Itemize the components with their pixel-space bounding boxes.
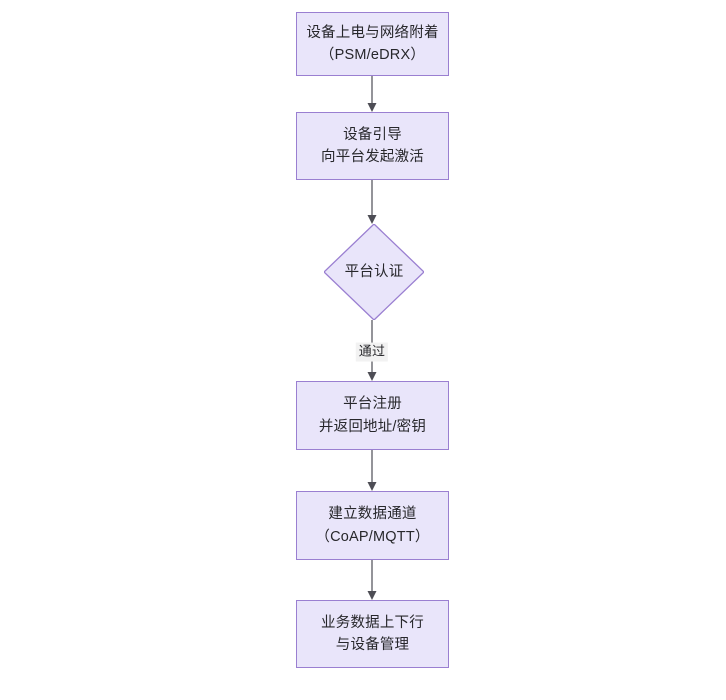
node-text-line: 设备上电与网络附着 [306,24,439,41]
arrowhead [367,215,377,224]
edge-bootstrap-to-platform-auth [360,180,384,224]
arrowhead [367,103,377,112]
arrowhead [367,372,377,381]
edge-power-on-to-bootstrap [360,76,384,112]
node-platform-auth[interactable]: 平台认证 [324,224,424,320]
node-text-line: 建立数据通道 [328,506,417,523]
node-label: 平台认证 [345,261,404,283]
edge-registration-to-data-channel [360,450,384,491]
node-text-line: 平台认证 [344,263,404,280]
diamond-shape [324,224,424,320]
node-text-line: 业务数据上下行 [321,614,424,631]
node-text-line: 设备引导 [343,126,402,143]
arrowhead [367,591,377,600]
node-business-data[interactable]: 业务数据上下行与设备管理 [296,600,449,668]
node-text-line: 与设备管理 [335,637,410,653]
node-text-line: 并返回地址/密钥 [318,418,427,435]
node-text-line: （CoAP/MQTT） [315,528,430,545]
edge-label-e3: 通过 [355,342,389,362]
node-registration[interactable]: 平台注册并返回地址/密钥 [296,381,449,450]
node-data-channel[interactable]: 建立数据通道 （CoAP/MQTT） [296,491,449,560]
node-power-on[interactable]: 设备上电与网络附着 （PSM/eDRX） [296,12,449,76]
edge-line [367,180,377,224]
edge-line [367,76,377,112]
edge-line [367,560,377,600]
node-bootstrap[interactable]: 设备引导向平台发起激活 [296,112,449,180]
edge-line [367,450,377,491]
arrowhead [367,482,377,491]
edge-data-channel-to-business-data [360,560,384,600]
node-text-line: （PSM/eDRX） [319,47,426,63]
node-text-line: 向平台发起激活 [321,149,424,165]
node-text-line: 平台注册 [343,396,402,413]
